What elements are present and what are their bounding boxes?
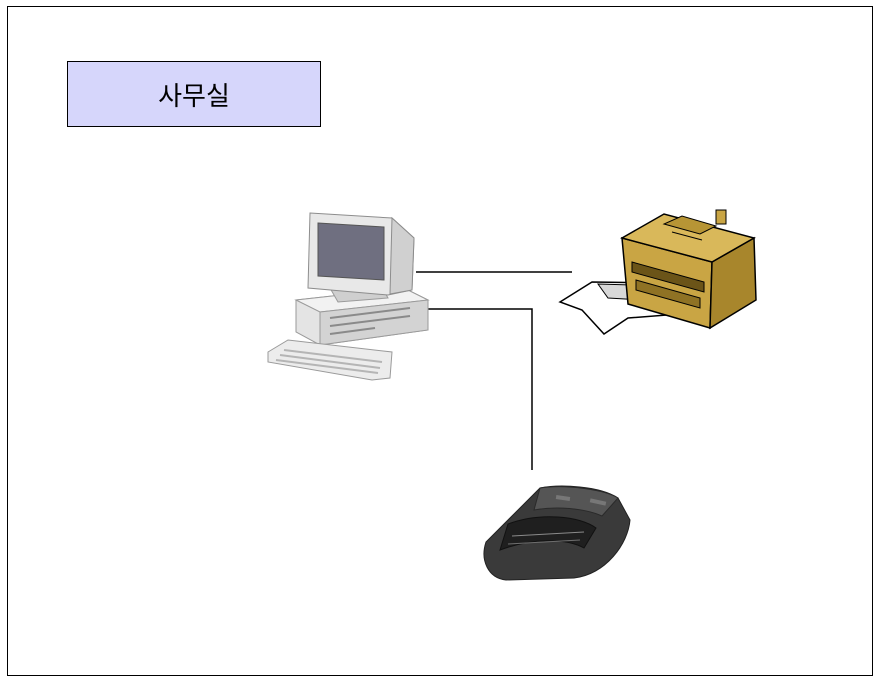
card-reader-icon [483,485,631,581]
title-box: 사무실 [67,61,321,127]
connection-computer-card-reader [426,308,533,470]
laser-printer-icon [558,209,757,335]
desktop-computer-icon [267,212,430,381]
title-label: 사무실 [158,81,230,112]
